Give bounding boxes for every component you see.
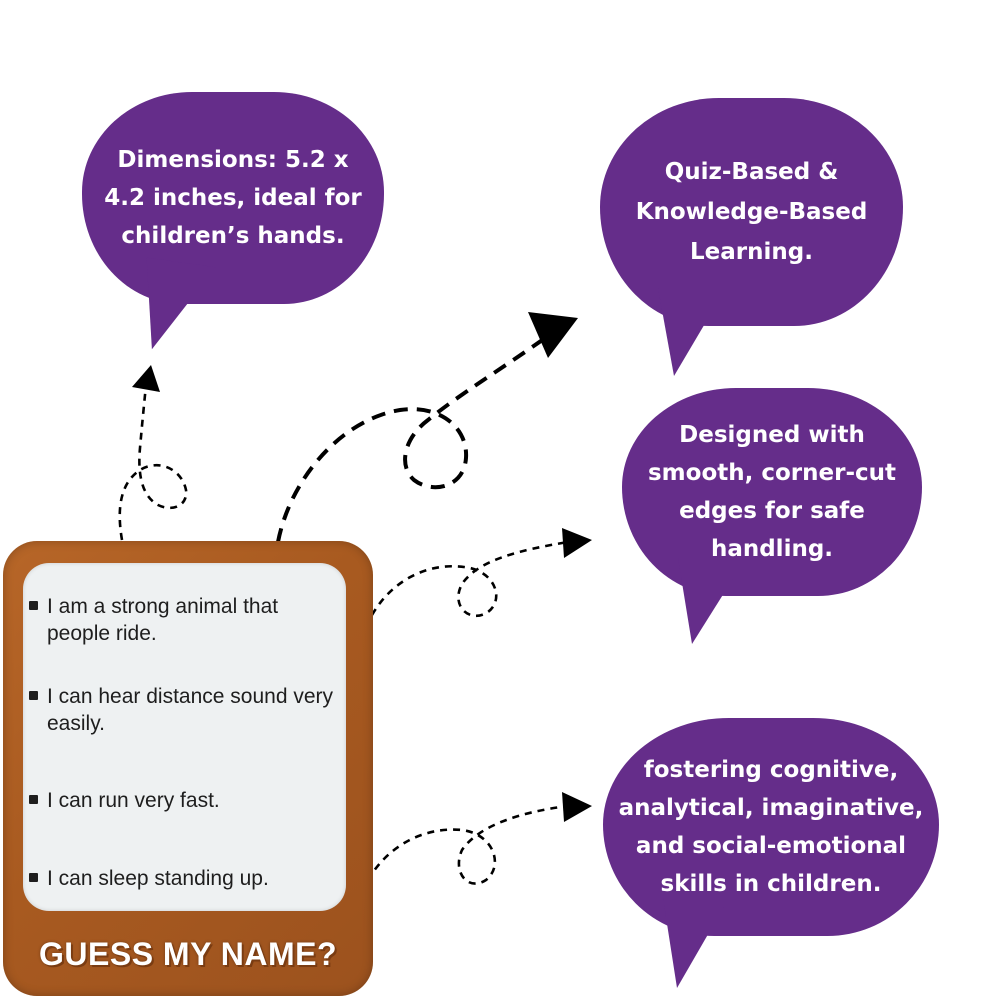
callout-learning: Quiz-Based & Knowledge-Based Learning. bbox=[600, 98, 903, 376]
arrowhead-learning bbox=[528, 312, 578, 358]
callout-learning-text: Quiz-Based & Knowledge-Based Learning. bbox=[635, 159, 868, 265]
clue-item: I can hear distance sound very easily. bbox=[29, 683, 339, 737]
arrowhead-edges bbox=[562, 528, 592, 558]
callout-edges: Designed with smooth, corner-cut edges f… bbox=[622, 388, 922, 644]
clue-text: I can hear distance sound very easily. bbox=[47, 685, 334, 735]
arrow-to-dimensions bbox=[118, 384, 188, 541]
callout-skills-text: fostering cognitive, analytical, imagina… bbox=[618, 757, 924, 897]
bubble-tail bbox=[134, 257, 216, 357]
arrow-to-learning bbox=[276, 334, 550, 543]
bubble-tail bbox=[678, 558, 746, 644]
clue-panel: I am a strong animal that people ride. I… bbox=[23, 563, 346, 911]
arrowhead-dimensions bbox=[132, 365, 160, 392]
clue-text: I can run very fast. bbox=[47, 789, 220, 812]
clue-text: I can sleep standing up. bbox=[47, 867, 269, 890]
clue-item: I can sleep standing up. bbox=[29, 865, 339, 892]
callout-edges-text: Designed with smooth, corner-cut edges f… bbox=[647, 422, 896, 562]
bubble-tail bbox=[658, 288, 726, 376]
game-card: I am a strong animal that people ride. I… bbox=[3, 541, 373, 996]
clue-text: I am a strong animal that people ride. bbox=[47, 595, 279, 645]
card-title: GUESS MY NAME? bbox=[39, 936, 337, 972]
callout-dimensions-text: Dimensions: 5.2 x 4.2 inches, ideal for … bbox=[104, 147, 362, 249]
callout-skills: fostering cognitive, analytical, imagina… bbox=[603, 718, 939, 988]
bullet-icon bbox=[29, 601, 38, 610]
arrowhead-skills bbox=[562, 792, 592, 822]
bullet-icon bbox=[29, 691, 38, 700]
callout-dimensions: Dimensions: 5.2 x 4.2 inches, ideal for … bbox=[82, 92, 384, 357]
clue-item: I am a strong animal that people ride. bbox=[29, 593, 339, 647]
bullet-icon bbox=[29, 873, 38, 882]
arrow-to-edges bbox=[370, 540, 569, 618]
arrow-to-skills bbox=[360, 804, 569, 893]
bullet-icon bbox=[29, 795, 38, 804]
bubble-tail bbox=[663, 898, 729, 988]
clue-item: I can run very fast. bbox=[29, 787, 339, 814]
